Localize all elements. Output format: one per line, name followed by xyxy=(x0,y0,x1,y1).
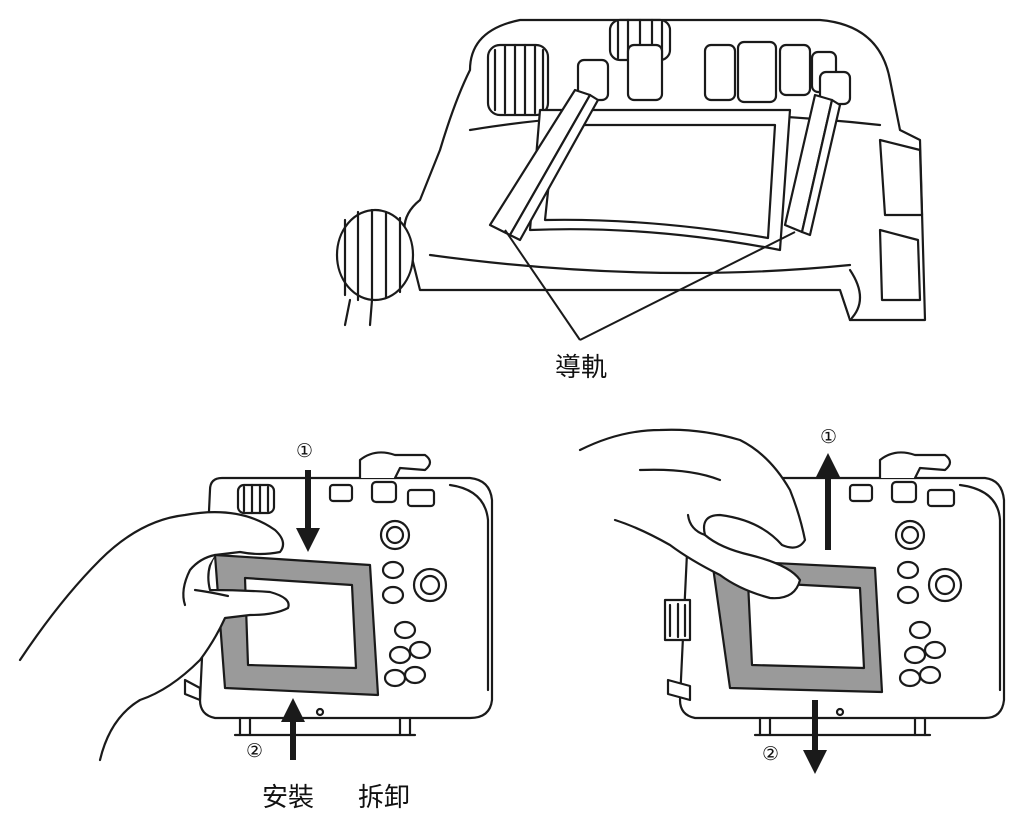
rail-leader-lines xyxy=(504,229,796,341)
hand-remove xyxy=(578,428,807,600)
hand-install xyxy=(18,511,290,762)
remove-step2-label: ② xyxy=(762,743,780,765)
install-step1-label: ① xyxy=(296,440,314,462)
lcd-hood-install xyxy=(213,553,380,697)
arrows-install xyxy=(281,470,320,760)
install-label: 安裝 xyxy=(262,783,315,813)
remove-step1-label: ① xyxy=(820,426,838,448)
install-step2-label: ② xyxy=(246,740,264,762)
rails-label: 導軌 xyxy=(555,353,608,383)
arrows-remove xyxy=(803,453,840,774)
housing-top-view xyxy=(335,18,927,327)
remove-label: 拆卸 xyxy=(358,783,411,813)
